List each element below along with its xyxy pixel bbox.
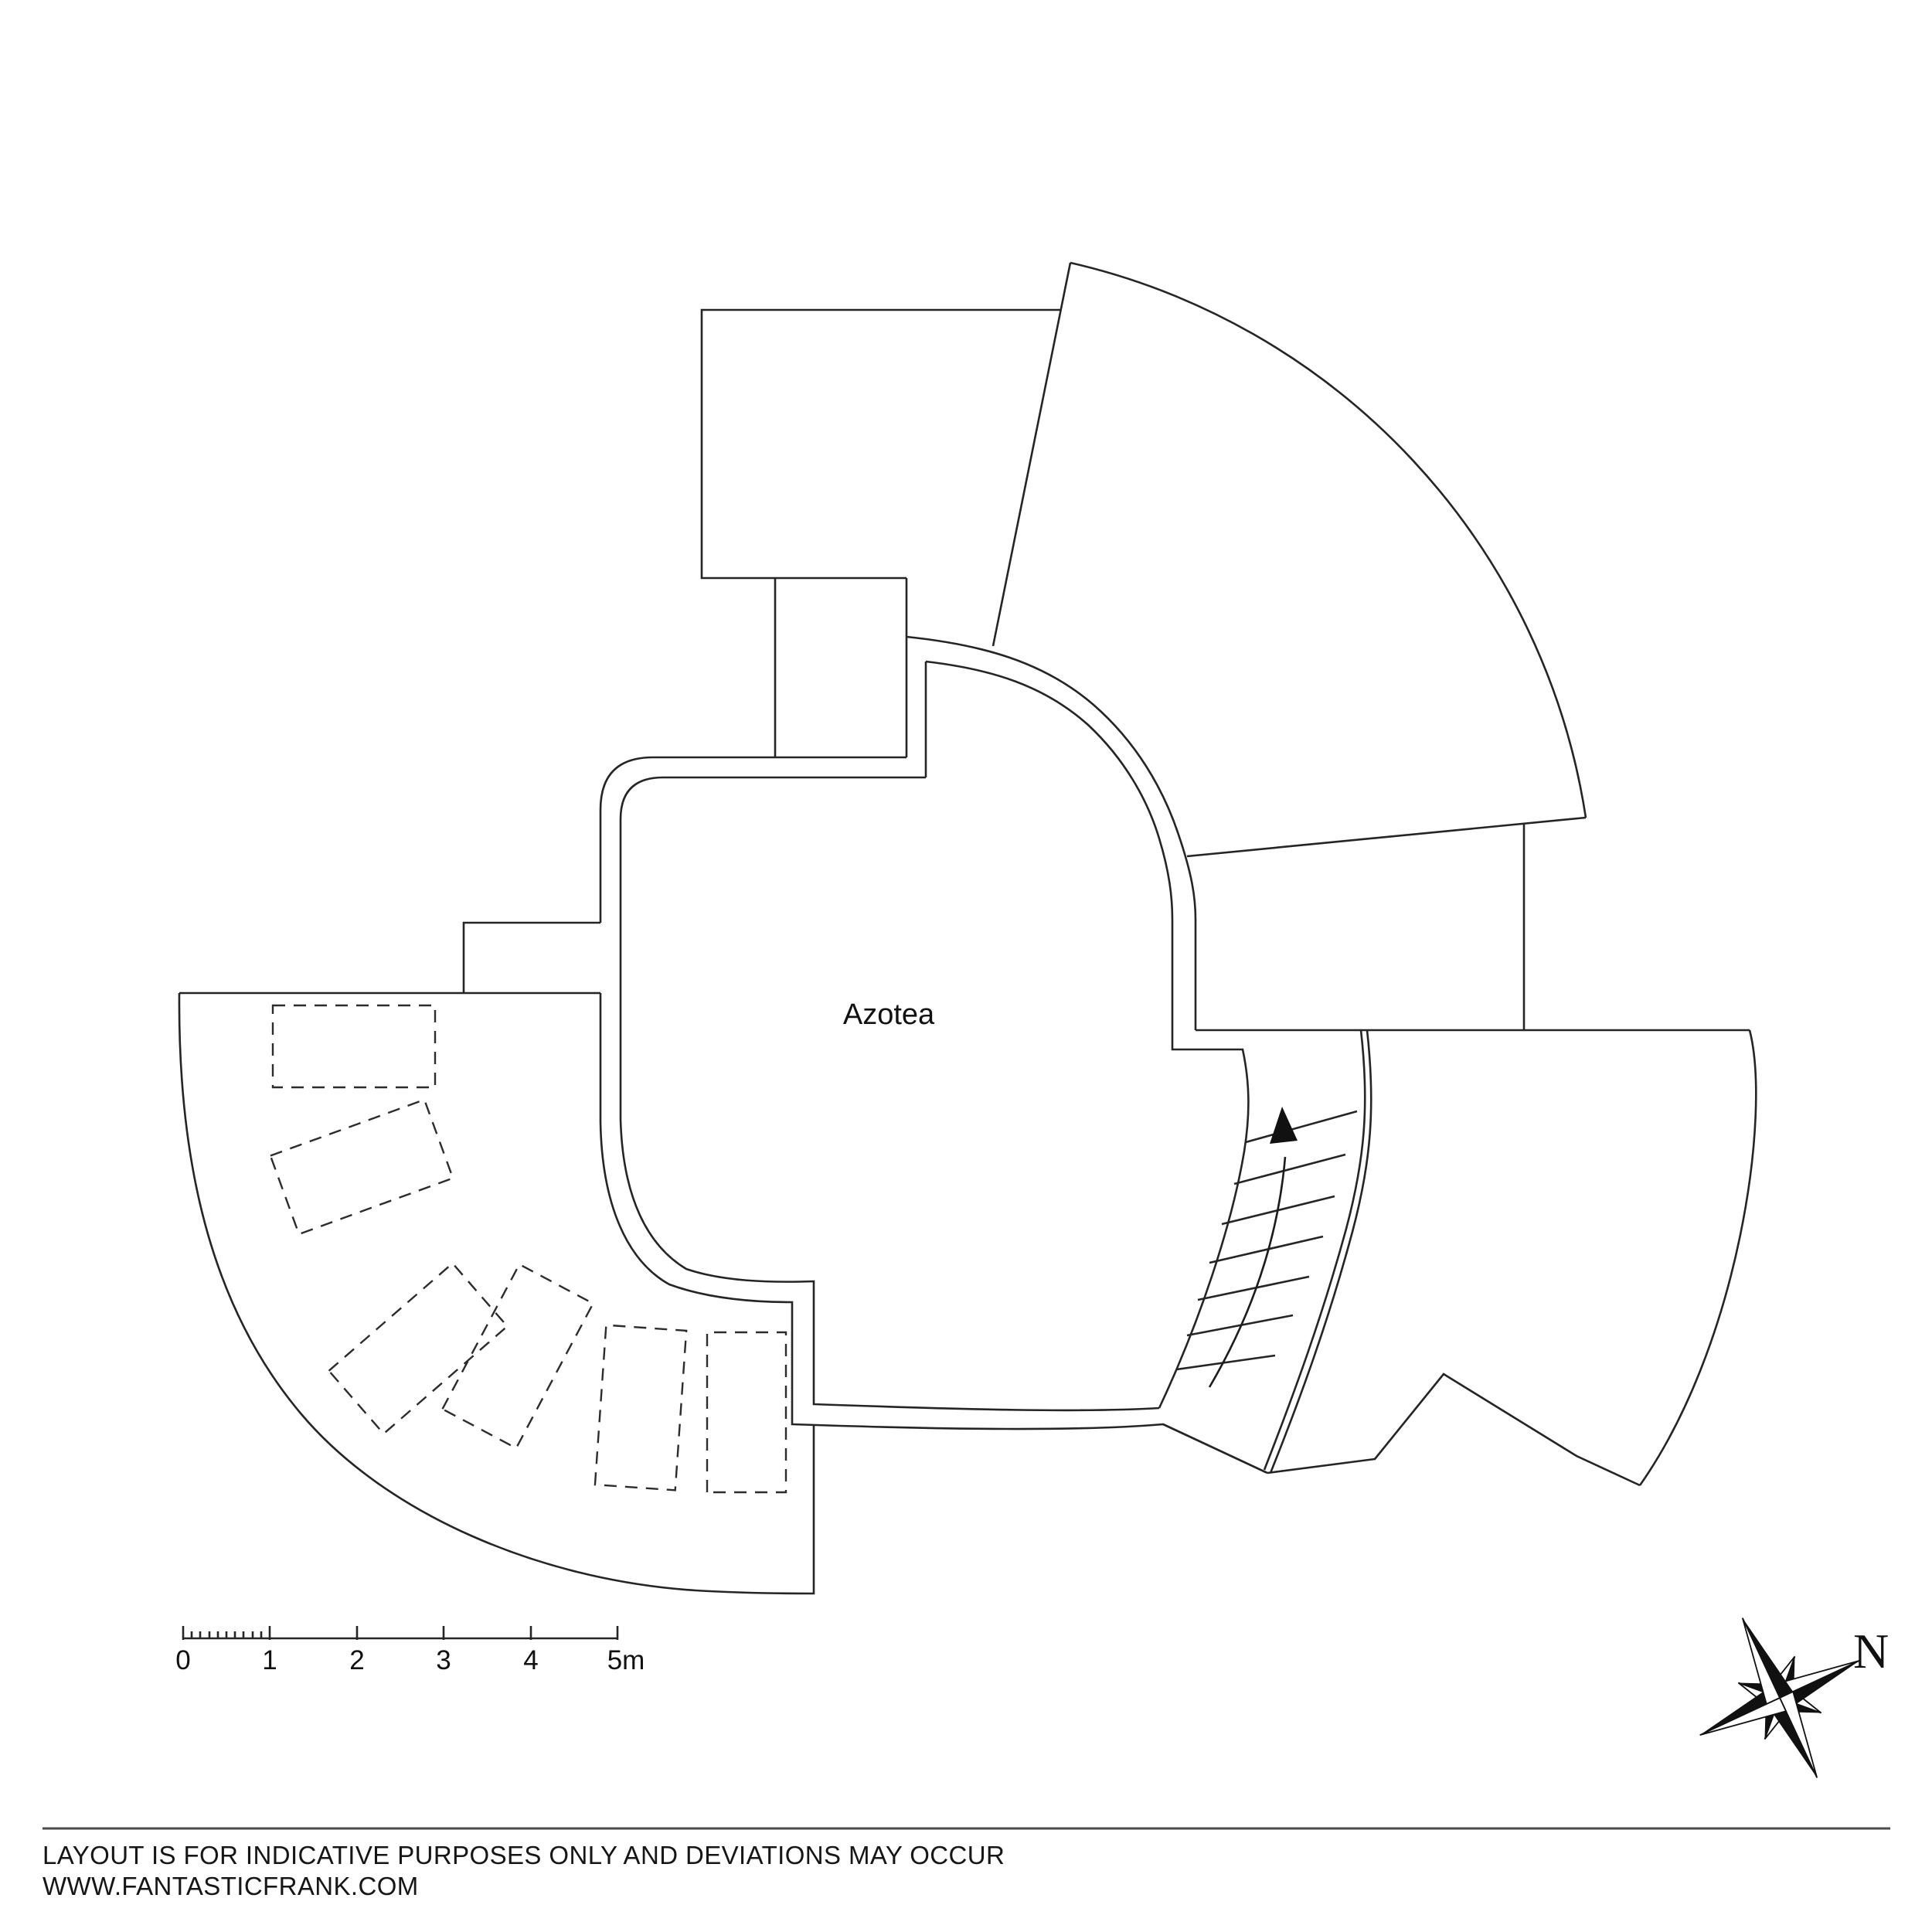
compass-point-dark — [1780, 1660, 1860, 1712]
wall-inner-left-bottom — [619, 776, 1160, 1412]
sun-lounger — [440, 1263, 595, 1450]
lounger-terrace-boundary — [178, 992, 815, 1595]
sun-loungers — [269, 1004, 787, 1494]
sun-lounger — [706, 1331, 787, 1494]
terrace-wall-outer — [179, 635, 1268, 1475]
scale-tick-1: 1 — [262, 1645, 277, 1675]
scale-tick-0: 0 — [175, 1645, 190, 1675]
sun-lounger — [594, 1324, 688, 1492]
stair-band — [1162, 1029, 1372, 1475]
sun-lounger — [269, 1098, 454, 1236]
compass-rose-icon — [1699, 1617, 1860, 1778]
stair-outer-arc-a — [1263, 1029, 1366, 1471]
compass-point-dark — [1699, 1684, 1780, 1736]
scale-tick-2: 2 — [349, 1645, 364, 1675]
compass-point-dark — [1742, 1617, 1794, 1698]
disclaimer-text: LAYOUT IS FOR INDICATIVE PURPOSES ONLY A… — [43, 1841, 1005, 1869]
stair-steps — [1176, 1110, 1358, 1371]
stair-outer-arc-b — [1269, 1029, 1372, 1474]
upper-room-outline — [700, 308, 1061, 580]
top-fan-roof — [992, 261, 1587, 858]
fan-left-edge — [992, 262, 1072, 647]
fan-outer-arc — [1070, 261, 1587, 818]
compass-point-light — [1699, 1696, 1787, 1736]
website-text: WWW.FANTASTICFRANK.COM — [43, 1872, 419, 1900]
stair-bottom-edge — [1162, 1423, 1268, 1475]
sun-lounger — [327, 1262, 509, 1435]
terrace-wall-inner — [619, 660, 1250, 1412]
north-label: N — [1853, 1624, 1889, 1679]
wall-outer-bottom-left — [599, 993, 1268, 1475]
wall-step-protrusion — [462, 921, 600, 993]
scale-tick-5: 5m — [607, 1645, 645, 1675]
wall-inner-right-stair-edge — [925, 660, 1250, 1409]
scale-bar: 0 1 2 3 4 5m — [175, 1626, 645, 1675]
scale-tick-3: 3 — [436, 1645, 451, 1675]
sun-lounger — [271, 1004, 437, 1089]
scale-bar-minor-ticks — [190, 1631, 263, 1639]
right-wing-roof — [1196, 1029, 1757, 1487]
lounger-terrace — [178, 992, 815, 1595]
compass-point-dark — [1766, 1698, 1818, 1778]
wing-bottom-notch — [1267, 1372, 1641, 1487]
area-label: Azotea — [843, 998, 935, 1031]
wing-right-arc — [1638, 1029, 1757, 1486]
annex-square — [774, 578, 908, 757]
compass-point-light — [1741, 1617, 1781, 1706]
arrow-head-icon — [1270, 1107, 1298, 1144]
wall-outer-top-right — [906, 635, 1197, 1030]
fan-bottom-edge — [1186, 816, 1587, 858]
scale-tick-4: 4 — [523, 1645, 538, 1675]
upper-room — [700, 308, 1061, 757]
stair-direction-arrow — [1208, 1107, 1298, 1388]
wall-outer-corridor — [599, 756, 906, 923]
scale-bar-major-ticks — [182, 1626, 619, 1640]
